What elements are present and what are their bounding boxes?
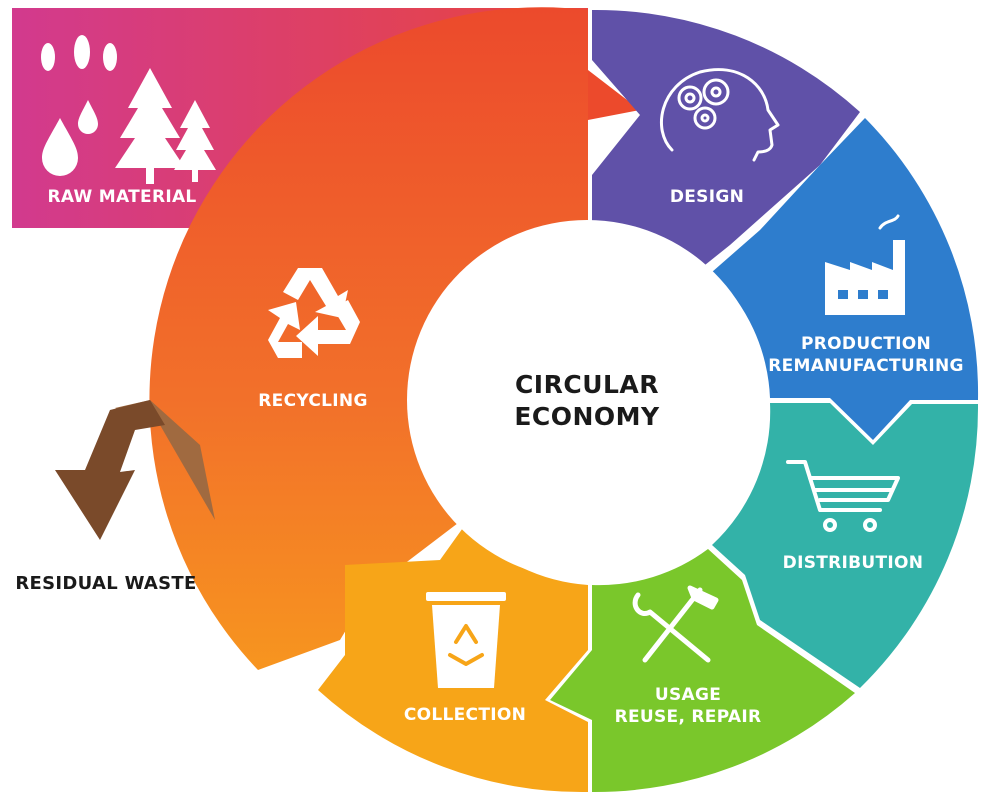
plants-trees-water-icon (41, 35, 216, 184)
residual-waste-arrow-icon (55, 400, 215, 540)
center-title-line2: ECONOMY (514, 402, 660, 431)
stage-recycling (149, 7, 640, 670)
stage-label-recycling: RECYCLING (258, 391, 367, 411)
stage-distribution (712, 403, 979, 688)
stage-label-distribution: DISTRIBUTION (783, 553, 924, 573)
recycle-icon (268, 268, 360, 358)
wrench-hammer-icon (632, 585, 719, 663)
stage-design (592, 9, 860, 265)
center-title-line1: CIRCULAR (515, 370, 659, 399)
shopping-cart-icon (786, 460, 900, 532)
residual-waste-label: RESIDUAL WASTE (15, 573, 196, 594)
stage-label-raw-material: RAW MATERIAL (47, 187, 196, 207)
stage-label-collection: COLLECTION (404, 705, 526, 725)
stage-label-production: PRODUCTION (801, 334, 931, 354)
stage-usage (550, 549, 855, 793)
stage-label-usage: USAGE (655, 685, 721, 705)
center-circle (407, 220, 767, 580)
brain-gears-icon (659, 68, 780, 162)
factory-icon (825, 214, 905, 315)
stage-label-reuse-repair: REUSE, REPAIR (615, 707, 762, 727)
recycle-bin-icon (426, 592, 506, 688)
stage-label-design: DESIGN (670, 187, 744, 207)
stage-label-remanufacturing: REMANUFACTURING (768, 356, 964, 376)
